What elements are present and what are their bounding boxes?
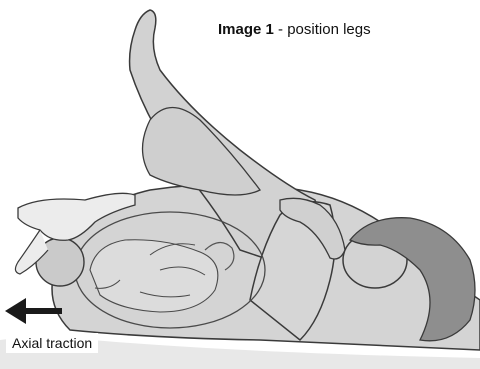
traction-label: Axial traction xyxy=(6,333,98,353)
figure-caption: Image 1 - position legs xyxy=(218,21,371,38)
figure-caption-text: - position legs xyxy=(274,21,371,38)
figure-number: Image 1 xyxy=(218,21,274,38)
